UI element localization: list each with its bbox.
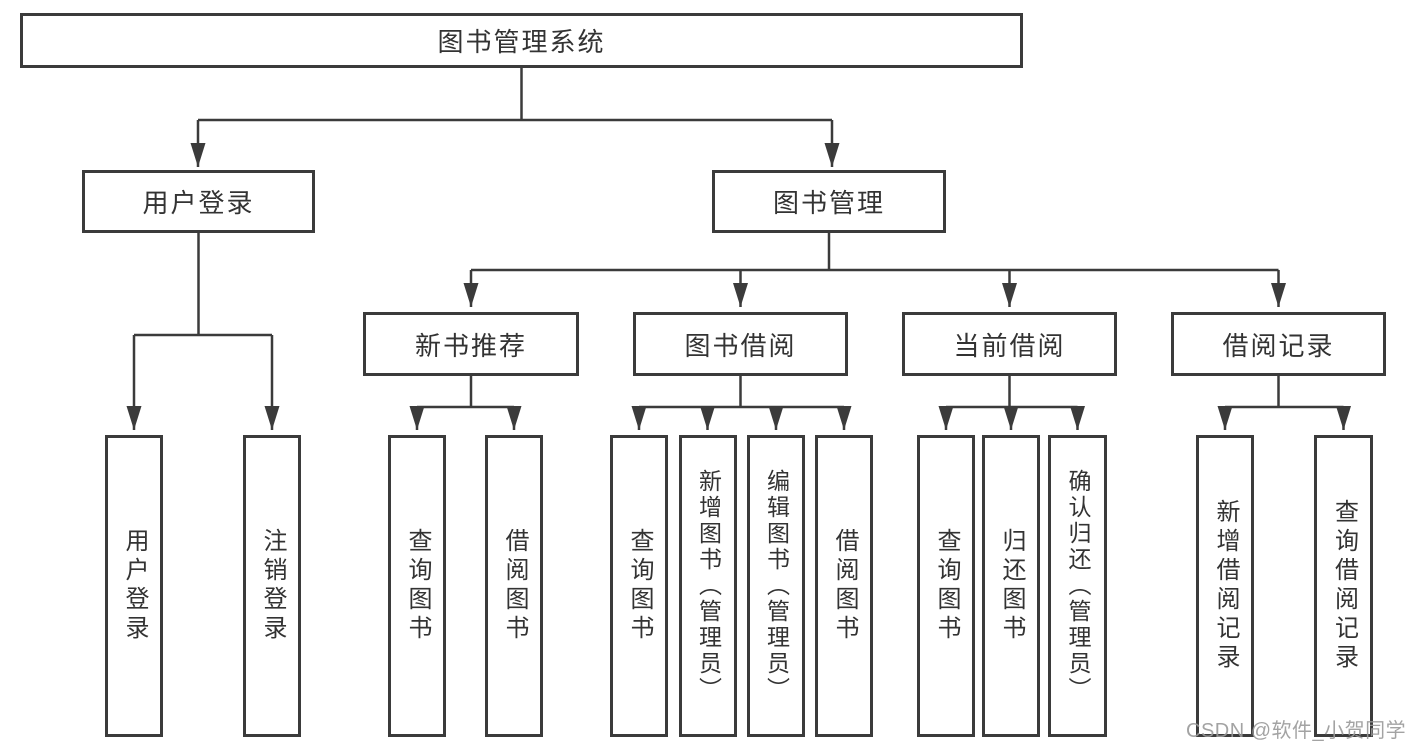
connector-mgmt-to-sections <box>463 233 1286 307</box>
leaf-borrow-books: 借阅图书 <box>815 435 873 737</box>
leaf-query-borrow-record: 查询借阅记录 <box>1314 435 1373 737</box>
connector-borrow-to-leaves <box>631 376 852 430</box>
node-user-login: 用户登录 <box>82 170 315 233</box>
leaf-label: 用户登录 <box>121 528 148 644</box>
csdn-watermark: CSDN @软件_小贺同学 <box>1186 720 1405 742</box>
leaf-confirm-return-admin: 确认归还（管理员） <box>1048 435 1107 737</box>
leaf-borrow-books: 借阅图书 <box>485 435 543 737</box>
leaf-label: 查询图书 <box>626 528 653 644</box>
connector-current-to-leaves <box>938 376 1085 430</box>
node-book-management: 图书管理 <box>712 170 946 233</box>
node-label: 图书管理系统 <box>437 27 606 57</box>
leaf-logout: 注销登录 <box>243 435 301 737</box>
node-label: 图书借阅 <box>684 330 797 361</box>
node-label: 用户登录 <box>142 188 255 218</box>
leaf-label: 新增借阅记录 <box>1212 499 1239 673</box>
leaf-label: 新增图书（管理员） <box>695 469 722 703</box>
node-label: 新书推荐 <box>414 330 527 361</box>
leaf-label: 归还图书 <box>998 528 1025 644</box>
node-label: 借阅记录 <box>1222 330 1335 361</box>
leaf-return-books: 归还图书 <box>982 435 1040 737</box>
leaf-label: 借阅图书 <box>831 528 858 644</box>
node-borrowing-records: 借阅记录 <box>1171 312 1386 376</box>
leaf-query-books: 查询图书 <box>610 435 668 737</box>
leaf-add-books-admin: 新增图书（管理员） <box>679 435 737 737</box>
leaf-label: 查询图书 <box>404 528 431 644</box>
connector-root-to-level2 <box>190 68 840 167</box>
node-label: 图书管理 <box>772 188 885 218</box>
node-book-borrowing: 图书借阅 <box>633 312 848 376</box>
node-new-book-recommendation: 新书推荐 <box>363 312 579 376</box>
leaf-add-borrow-record: 新增借阅记录 <box>1196 435 1254 737</box>
node-label: 当前借阅 <box>953 330 1066 361</box>
leaf-label: 注销登录 <box>259 528 286 644</box>
leaf-label: 编辑图书（管理员） <box>763 469 790 703</box>
leaf-user-login: 用户登录 <box>105 435 163 737</box>
node-library-management-system: 图书管理系统 <box>20 13 1023 68</box>
leaf-label: 确认归还（管理员） <box>1065 469 1091 703</box>
connector-newbook-to-leaves <box>409 376 522 430</box>
leaf-label: 查询借阅记录 <box>1330 499 1358 673</box>
leaf-query-books: 查询图书 <box>917 435 975 737</box>
leaf-edit-books-admin: 编辑图书（管理员） <box>747 435 805 737</box>
node-current-borrowing: 当前借阅 <box>902 312 1117 376</box>
leaf-query-books: 查询图书 <box>388 435 446 737</box>
connector-login-to-leaves <box>126 233 280 430</box>
leaf-label: 查询图书 <box>933 528 960 644</box>
leaf-label: 借阅图书 <box>501 528 528 644</box>
connector-records-to-leaves <box>1217 376 1351 430</box>
